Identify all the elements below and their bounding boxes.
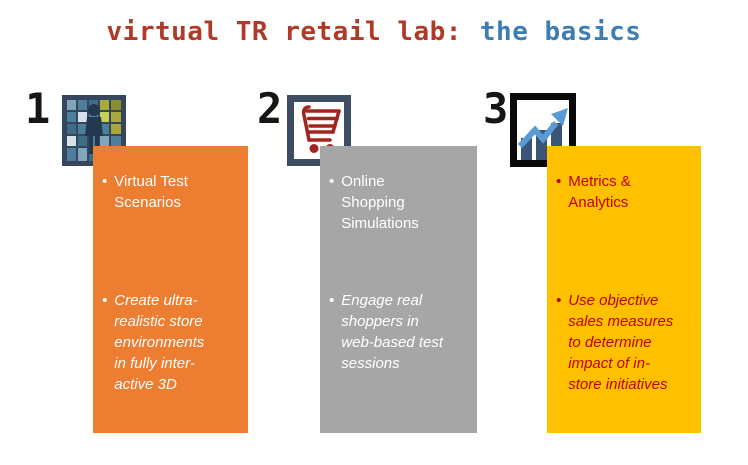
- column-1-heading-text: Virtual Test Scenarios: [114, 173, 188, 211]
- step-number-1: 1: [25, 84, 51, 133]
- column-3-heading: • Metrics & Analytics: [556, 171, 696, 213]
- column-3-body: • Use objective sales measures to determ…: [556, 290, 696, 395]
- bar-chart-growth-icon-svg: [510, 93, 576, 167]
- slide-title: virtual TR retail lab: the basics: [0, 17, 748, 47]
- bullet-icon: •: [329, 173, 335, 190]
- column-1-body: • Create ultra- realistic store environm…: [102, 290, 243, 395]
- column-1-body-text: Create ultra- realistic store environmen…: [114, 292, 205, 393]
- column-2-box: • Online Shopping Simulations • Engage r…: [320, 146, 477, 433]
- column-2-heading: • Online Shopping Simulations: [329, 171, 472, 234]
- step-number-3: 3: [483, 84, 509, 133]
- person-silhouette: [85, 104, 103, 154]
- column-1-box: • Virtual Test Scenarios • Create ultra-…: [93, 146, 248, 433]
- bullet-icon: •: [102, 173, 108, 190]
- column-3-box: • Metrics & Analytics • Use objective sa…: [547, 146, 701, 433]
- bullet-icon: •: [556, 292, 562, 309]
- column-3-body-text: Use objective sales measures to determin…: [568, 292, 674, 393]
- bar-chart-growth-icon: [510, 93, 576, 167]
- column-2-body-text: Engage real shoppers in web-based test s…: [341, 292, 443, 372]
- column-2-heading-text: Online Shopping Simulations: [341, 173, 419, 232]
- column-3-heading-text: Metrics & Analytics: [568, 173, 631, 211]
- column-1-heading: • Virtual Test Scenarios: [102, 171, 243, 213]
- step-number-2: 2: [257, 84, 283, 133]
- bullet-icon: •: [102, 292, 108, 309]
- bullet-icon: •: [329, 292, 335, 309]
- column-2-body: • Engage real shoppers in web-based test…: [329, 290, 472, 374]
- bullet-icon: •: [556, 173, 562, 190]
- title-suffix-text: the basics: [479, 17, 642, 47]
- title-main-text: virtual TR retail lab:: [106, 17, 462, 47]
